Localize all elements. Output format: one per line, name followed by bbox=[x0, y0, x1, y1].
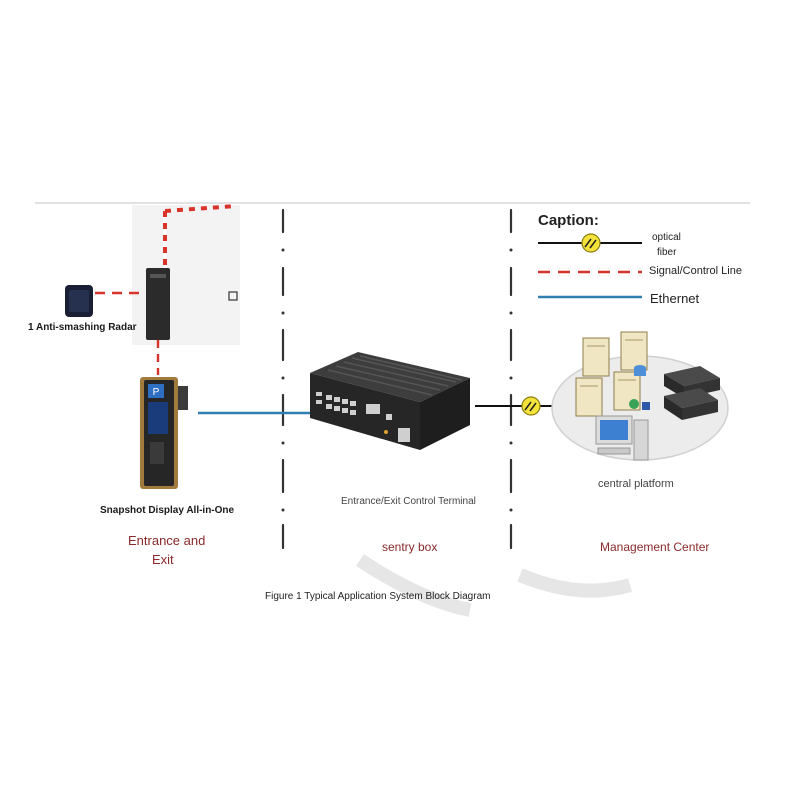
legend-ethernet-label: Ethernet bbox=[650, 291, 700, 306]
divider-right bbox=[509, 208, 513, 550]
legend-fiber-glyph bbox=[584, 238, 597, 249]
legend-fiber-label-line1: optical bbox=[652, 232, 681, 243]
watermark-arc-1 bbox=[356, 554, 472, 617]
zone-sentry: sentry box bbox=[382, 540, 438, 554]
control-terminal-icon bbox=[310, 352, 470, 450]
barrier-cabinet bbox=[146, 268, 170, 340]
snapshot-display-icon: P bbox=[140, 377, 188, 489]
legend-fiber-label-line2: fiber bbox=[657, 247, 677, 258]
zone-management: Management Center bbox=[600, 540, 710, 554]
terminal-label: Entrance/Exit Control Terminal bbox=[341, 496, 476, 507]
snapshot-label: Snapshot Display All-in-One bbox=[100, 505, 235, 516]
barrier-arm bbox=[163, 204, 237, 270]
barrier-sensor-icon bbox=[228, 291, 238, 301]
watermark-arc-2 bbox=[517, 568, 633, 598]
fiber-connector-icon bbox=[521, 396, 541, 416]
legend-signal-label: Signal/Control Line bbox=[649, 265, 742, 277]
legend-fiber-icon bbox=[581, 233, 601, 253]
figure-caption: Figure 1 Typical Application System Bloc… bbox=[265, 591, 491, 602]
zone-entrance-line2: Exit bbox=[152, 552, 174, 567]
central-platform-icon bbox=[551, 331, 729, 461]
zone-entrance-line1: Entrance and bbox=[128, 533, 206, 548]
svg-text:P: P bbox=[153, 387, 160, 398]
divider-left bbox=[281, 208, 285, 550]
legend-title: Caption: bbox=[538, 212, 599, 229]
radar-label: 1 Anti-smashing Radar bbox=[28, 322, 137, 333]
platform-label: central platform bbox=[598, 478, 674, 490]
